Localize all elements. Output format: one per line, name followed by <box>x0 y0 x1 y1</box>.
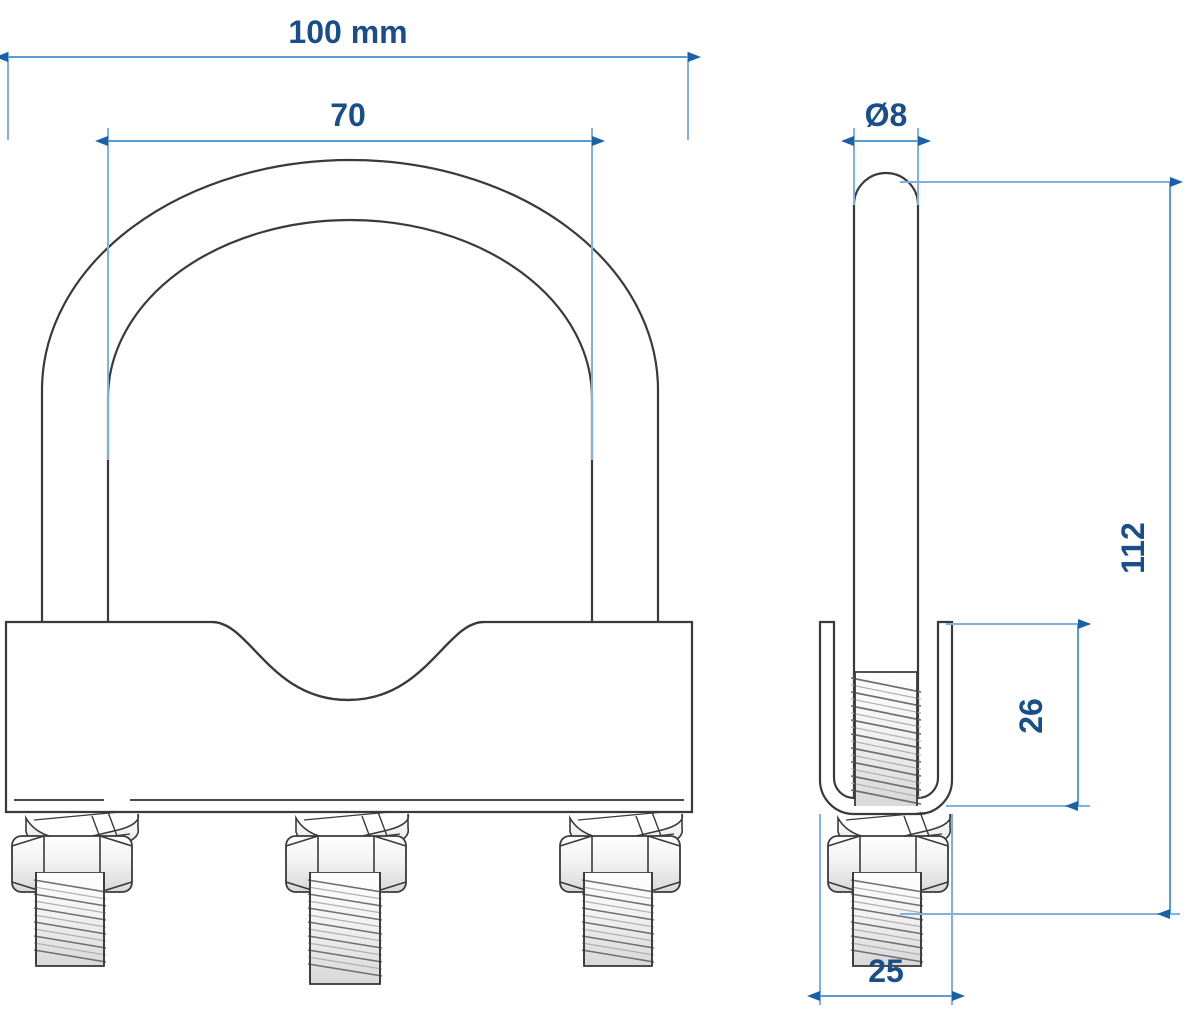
dimension-70-label: 70 <box>330 97 366 133</box>
rod-right-edges <box>583 872 653 964</box>
saddle-cutout <box>211 620 485 702</box>
dimension-100mm-label: 100 mm <box>288 14 407 50</box>
u-bolt-inner-contour <box>106 218 594 812</box>
dimension-25-label: 25 <box>868 953 904 989</box>
threaded-rod-right <box>581 872 655 967</box>
side-view <box>818 171 954 967</box>
rod-center-edges <box>309 872 381 984</box>
rod-left-edges <box>35 872 105 964</box>
side-rod-bottom-edges <box>852 872 922 964</box>
fastener-assembly-side <box>827 811 952 967</box>
dimension-26-label: 26 <box>1013 698 1049 734</box>
u-bolt-outer-contour <box>40 158 660 812</box>
front-view <box>4 158 694 985</box>
threaded-rod-side-bottom <box>850 872 924 967</box>
side-thread-edges <box>854 672 918 806</box>
u-bracket-side <box>818 620 954 816</box>
fastener-assembly-right <box>559 811 684 967</box>
dimension-100mm: 100 mm <box>0 14 701 140</box>
threaded-rod-side <box>851 672 921 806</box>
threaded-rod-left <box>33 872 107 967</box>
fastener-assembly-center <box>285 811 410 985</box>
dimension-diameter-8: Ø8 <box>841 97 931 205</box>
dimension-25: 25 <box>807 814 965 1005</box>
dimension-112-label: 112 <box>1115 522 1151 574</box>
dimension-26: 26 <box>946 619 1091 811</box>
dimension-diameter-8-label: Ø8 <box>865 97 908 133</box>
dimension-112: 112 <box>900 177 1183 919</box>
side-rod-body <box>852 171 920 812</box>
threaded-rod-center <box>307 872 383 985</box>
dimension-70: 70 <box>95 97 605 460</box>
fastener-assembly-left <box>11 811 140 967</box>
